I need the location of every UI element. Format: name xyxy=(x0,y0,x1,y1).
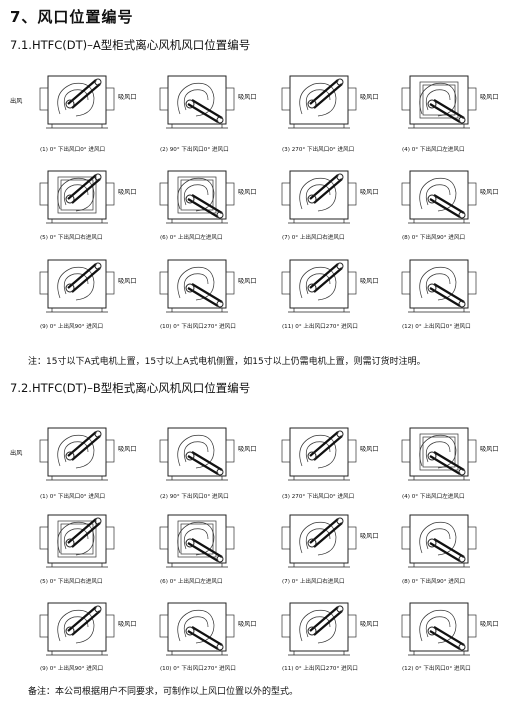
section_b-caption-3: (3) 270° 下出风口0° 进风口 xyxy=(282,494,355,500)
section_b-fan-diagram-10 xyxy=(159,602,235,656)
section_b-caption-2: (2) 90° 下出风口0° 进风口 xyxy=(160,494,229,500)
section_a-caption-6: (6) 0° 上出风口左进风口 xyxy=(160,235,223,241)
section_a-inlet-label-10: 吸风口 xyxy=(238,278,257,285)
section_b-outlet-label-1: 出风 xyxy=(10,450,23,457)
section_a-fan-diagram-8 xyxy=(401,170,477,224)
section_a-inlet-label-2: 吸风口 xyxy=(238,94,257,101)
section_a-fan-diagram-12 xyxy=(401,259,477,313)
section_a-fan-diagram-11 xyxy=(281,259,357,313)
section_a-inlet-label-4: 吸风口 xyxy=(480,94,499,101)
section_b-caption-4: (4) 0° 下出风口左进风口 xyxy=(402,494,465,500)
section_a-fan-diagram-10 xyxy=(159,259,235,313)
section_a-inlet-label-7: 吸风口 xyxy=(360,189,379,196)
section_a-fan-diagram-6 xyxy=(159,170,235,224)
section_b-fan-diagram-3 xyxy=(281,427,357,481)
section_b-inlet-label-11: 吸风口 xyxy=(360,621,379,628)
section_a-caption-11: (11) 0° 上出风口270° 进风口 xyxy=(282,324,358,330)
section_b-fan-diagram-12 xyxy=(401,602,477,656)
section_a-fan-diagram-9 xyxy=(39,259,115,313)
section_a-fan-diagram-5 xyxy=(39,170,115,224)
section_a-fan-diagram-3 xyxy=(281,75,357,129)
section_b-inlet-label-4: 吸风口 xyxy=(480,446,499,453)
section_a-inlet-label-5: 吸风口 xyxy=(118,189,137,196)
section_b-inlet-label-9: 吸风口 xyxy=(118,621,137,628)
section_a-fan-diagram-2 xyxy=(159,75,235,129)
section_a-caption-10: (10) 0° 下出风口270° 进风口 xyxy=(160,324,236,330)
section_a-inlet-label-1: 吸风口 xyxy=(118,94,137,101)
section_b-caption-8: (8) 0° 下出风90° 进风口 xyxy=(402,579,466,585)
section_a-fan-diagram-1 xyxy=(39,75,115,129)
section_a-caption-1: (1) 0° 下出风口0° 进风口 xyxy=(40,147,106,153)
section_a-caption-7: (7) 0° 上出风口右进风口 xyxy=(282,235,345,241)
section_a-caption-2: (2) 90° 下出风口0° 进风口 xyxy=(160,147,229,153)
section_a-inlet-label-3: 吸风口 xyxy=(360,94,379,101)
section_a-caption-3: (3) 270° 下出风口0° 进风口 xyxy=(282,147,355,153)
section_b-inlet-label-12: 吸风口 xyxy=(480,621,499,628)
section_b-caption-5: (5) 0° 下出风口右进风口 xyxy=(40,579,103,585)
section_a-inlet-label-6: 吸风口 xyxy=(238,189,257,196)
section_a-fan-diagram-7 xyxy=(281,170,357,224)
section_b-fan-diagram-11 xyxy=(281,602,357,656)
section_a-inlet-label-8: 吸风口 xyxy=(480,189,499,196)
section_b-caption-1: (1) 0° 下出风口0° 进风口 xyxy=(40,494,106,500)
section_b-caption-6: (6) 0° 上出风口左进风口 xyxy=(160,579,223,585)
section_b-caption-12: (12) 0° 下出风口0° 进风口 xyxy=(402,666,471,672)
section-b-title: 7.2.HTFC(DT)–B型柜式离心风机风口位置编号 xyxy=(10,381,251,395)
section_a-caption-8: (8) 0° 下出风90° 进风口 xyxy=(402,235,466,241)
section_b-inlet-label-3: 吸风口 xyxy=(360,446,379,453)
section_b-fan-diagram-5 xyxy=(39,514,115,568)
section_b-fan-diagram-9 xyxy=(39,602,115,656)
section_a-caption-9: (9) 0° 上出风90° 进风口 xyxy=(40,324,104,330)
section_b-fan-diagram-6 xyxy=(159,514,235,568)
section_a-inlet-label-9: 吸风口 xyxy=(118,278,137,285)
section-a-title: 7.1.HTFC(DT)–A型柜式离心风机风口位置编号 xyxy=(10,38,251,52)
section_b-inlet-label-2: 吸风口 xyxy=(238,446,257,453)
section_a-caption-5: (5) 0° 下出风口右进风口 xyxy=(40,235,103,241)
section_b-inlet-label-1: 吸风口 xyxy=(118,446,137,453)
section_b-caption-11: (11) 0° 上出风口270° 进风口 xyxy=(282,666,358,672)
section_b-caption-7: (7) 0° 上出风口右进风口 xyxy=(282,579,345,585)
section_b-inlet-label-10: 吸风口 xyxy=(238,621,257,628)
section_b-fan-diagram-2 xyxy=(159,427,235,481)
section_b-caption-9: (9) 0° 上出风90° 进风口 xyxy=(40,666,104,672)
section_b-fan-diagram-1 xyxy=(39,427,115,481)
section_a-outlet-label-1: 出风 xyxy=(10,98,23,105)
section_b-inlet-label-7: 吸风口 xyxy=(360,533,379,540)
section_b-caption-10: (10) 0° 下出风口270° 进风口 xyxy=(160,666,236,672)
section_a-inlet-label-11: 吸风口 xyxy=(360,278,379,285)
section_b-fan-diagram-7 xyxy=(281,514,357,568)
section_a-fan-diagram-4 xyxy=(401,75,477,129)
section_b-fan-diagram-8 xyxy=(401,514,477,568)
section_a-caption-4: (4) 0° 下出风口左进风口 xyxy=(402,147,465,153)
section_a-caption-12: (12) 0° 上出风口0° 进风口 xyxy=(402,324,471,330)
section-b-note: 备注：本公司根据用户不同要求，可制作以上风口位置以外的型式。 xyxy=(28,687,299,697)
section_b-fan-diagram-4 xyxy=(401,427,477,481)
page-title: 7、风口位置编号 xyxy=(10,8,134,26)
section-a-note: 注：15寸以下A式电机上置，15寸以上A式电机侧置，如15寸以上仍需电机上置，则… xyxy=(28,357,426,367)
